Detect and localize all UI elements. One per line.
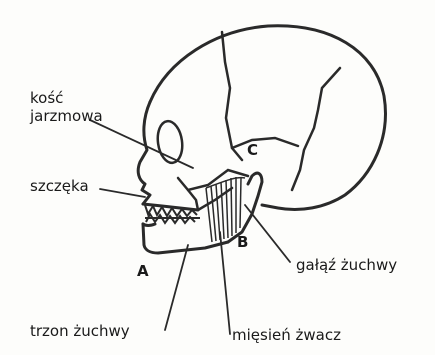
label-trzon: trzon żuchwy: [30, 323, 130, 340]
label-kosc-line2: jarzmowa: [30, 108, 103, 125]
cranium-outline: [150, 26, 385, 210]
label-kosc-line1: kość: [30, 90, 63, 107]
lambdoid-suture: [292, 68, 340, 190]
point-c: C: [247, 141, 258, 159]
chin: [143, 224, 155, 226]
mandible-ramus: [228, 173, 262, 242]
leader-miesien: [220, 232, 230, 334]
maxilla-line: [188, 190, 198, 210]
label-galaz: gałąź żuchwy: [296, 257, 397, 274]
point-a: A: [137, 262, 149, 280]
label-miesien: mięsień żwacz: [232, 327, 341, 344]
temporal-suture: [232, 138, 298, 148]
zygomatic-arch: [178, 170, 248, 190]
leader-trzon: [165, 245, 188, 330]
face-profile: [138, 102, 150, 204]
teeth-group: [145, 205, 200, 223]
leader-galaz: [245, 205, 290, 262]
label-szczeka: szczęka: [30, 178, 89, 195]
leader-szczeka: [100, 189, 145, 197]
point-b: B: [237, 233, 248, 251]
coronal-suture: [222, 32, 242, 160]
